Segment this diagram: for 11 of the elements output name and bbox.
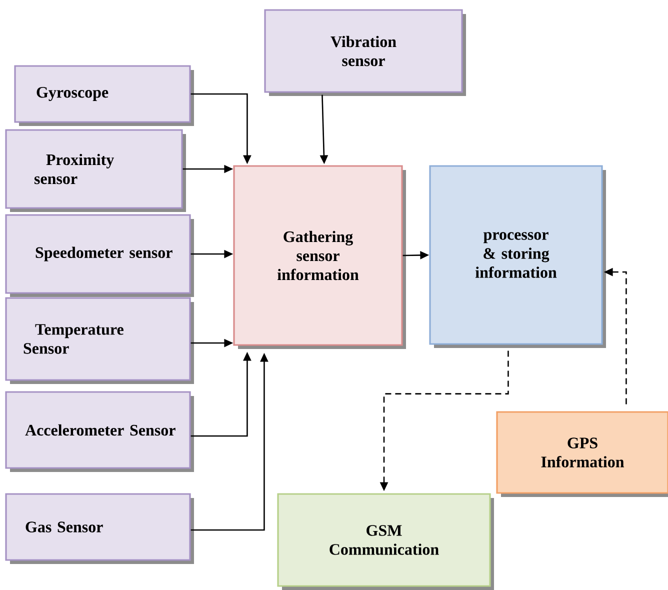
sensor-box: Gyroscope: [14, 65, 194, 126]
sensor-box: Temperature Sensor: [5, 297, 194, 384]
sensor-box: Accelerometer Sensor: [5, 391, 194, 472]
sensor-box: Gas Sensor: [5, 493, 194, 564]
sensor-box: Speedometer sensor: [5, 214, 194, 297]
process-box: processor & storing information: [429, 165, 606, 348]
sensor-box: Proximity sensor: [5, 129, 186, 212]
process-box: Gathering sensor information: [233, 165, 406, 349]
process-box: GPS Information: [496, 411, 668, 497]
sensor-box: Vibration sensor: [264, 9, 466, 96]
process-box: GSM Communication: [277, 493, 494, 590]
